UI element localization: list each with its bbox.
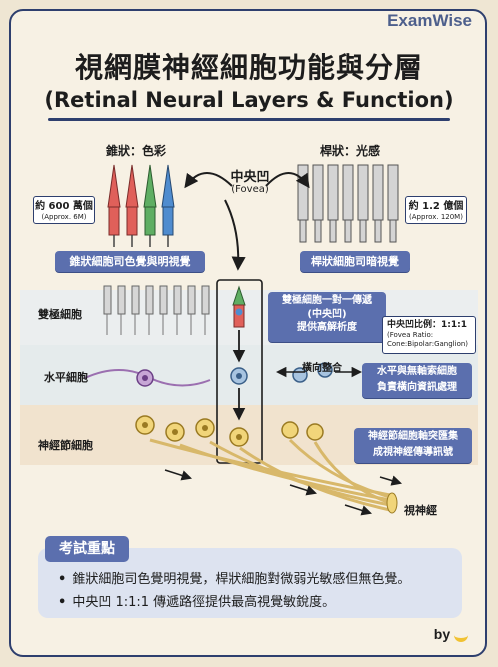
page-subtitle: (Retinal Neural Layers & Function) — [44, 88, 454, 112]
arrow-to-fovea — [224, 199, 246, 271]
callout-one-to-one-line3: 提供高解析度 — [297, 322, 357, 333]
callout-ganglion-line1: 神經節細胞軸突匯集 — [368, 431, 458, 442]
cone-caption: 錐狀細胞司色覺與明視覺 — [55, 251, 205, 272]
fovea-ratio-box: 中央凹比例：1:1:1 (Fovea Ratio: Cone:Bipolar:G… — [382, 316, 476, 354]
callout-horizontal-cells: 水平與無軸索細胞 負責橫向資訊處理 — [362, 363, 472, 398]
banana-logo-icon — [454, 628, 468, 643]
rod-count-box: 約 1.2 億個 (Approx. 120M) — [405, 196, 467, 224]
exam-item-1-text: 錐狀細胞司色覺明視覺，桿狀細胞對微弱光敏感但無色覺。 — [72, 572, 411, 587]
callout-one-to-one-line2: (中央凹) — [307, 308, 347, 320]
rod-cells-group — [297, 164, 399, 243]
cone-count-main: 約 600 萬個 — [35, 201, 93, 212]
signal-arrows — [164, 366, 403, 516]
fovea-ratio-main: 中央凹比例：1:1:1 — [387, 320, 467, 330]
rod-count-sub: (Approx. 120M) — [409, 213, 463, 221]
bullet-icon: • — [58, 572, 67, 587]
cones-heading: 錐狀：色彩 — [106, 144, 167, 158]
cone-count-box: 約 600 萬個 (Approx. 6M) — [33, 196, 95, 224]
rods-heading: 桿狀：光感 — [320, 144, 381, 158]
byline: by — [433, 626, 468, 643]
callout-one-to-one-line1: 雙極細胞一對一傳遞 — [282, 295, 372, 306]
brand-logo: ExamWise — [387, 11, 472, 30]
rod-caption: 桿狀細胞司暗視覺 — [300, 251, 410, 272]
page-title: 視網膜神經細胞功能與分層 — [74, 51, 423, 84]
title-underline — [48, 118, 450, 121]
arrow-to-rods — [265, 172, 310, 189]
fovea-cone — [232, 285, 246, 328]
ganglion-cells-right — [281, 421, 324, 441]
fovea-ratio-sub2: Cone:Bipolar:Ganglion) — [387, 340, 469, 348]
callout-one-to-one: 雙極細胞一對一傳遞 (中央凹) 提供高解析度 — [268, 292, 386, 342]
horizontal-cell — [84, 369, 211, 387]
byline-text: by — [433, 626, 451, 642]
photoreceptor-row — [103, 285, 210, 335]
layer-label-bipolar: 雙極細胞 — [38, 308, 82, 321]
fovea-ratio-sub1: (Fovea Ratio: — [387, 331, 434, 339]
arrow-to-cones — [184, 172, 233, 189]
exam-item-1: • 錐狀細胞司色覺明視覺，桿狀細胞對微弱光敏感但無色覺。 — [58, 568, 410, 587]
callout-ganglion-axons: 神經節細胞軸突匯集 成視神經傳導訊號 — [354, 428, 472, 463]
fovea-label: 中央凹 — [230, 170, 270, 185]
callout-horizontal-line2: 負責橫向資訊處理 — [377, 382, 457, 393]
exam-item-2: • 中央凹 1:1:1 傳遞路徑提供最高視覺敏銳度。 — [58, 591, 335, 610]
cone-count-sub: (Approx. 6M) — [41, 213, 87, 221]
rod-count-main: 約 1.2 億個 — [408, 201, 464, 212]
fovea-en-label: (Fovea) — [231, 184, 269, 195]
bullet-icon: • — [58, 595, 67, 610]
lateral-integration-label: 橫向整合 — [302, 363, 342, 374]
exam-item-2-text: 中央凹 1:1:1 傳遞路徑提供最高視覺敏銳度。 — [72, 595, 336, 610]
exam-points-tag: 考試重點 — [45, 536, 129, 562]
optic-nerve-bundle — [149, 438, 391, 512]
layer-label-ganglion: 神經節細胞 — [38, 439, 93, 452]
cone-cells-group — [107, 164, 175, 247]
layer-label-horizontal: 水平細胞 — [44, 371, 88, 384]
optic-nerve-label: 視神經 — [404, 504, 437, 517]
callout-horizontal-line1: 水平與無軸索細胞 — [377, 366, 457, 377]
callout-ganglion-line2: 成視神經傳導訊號 — [373, 447, 453, 458]
